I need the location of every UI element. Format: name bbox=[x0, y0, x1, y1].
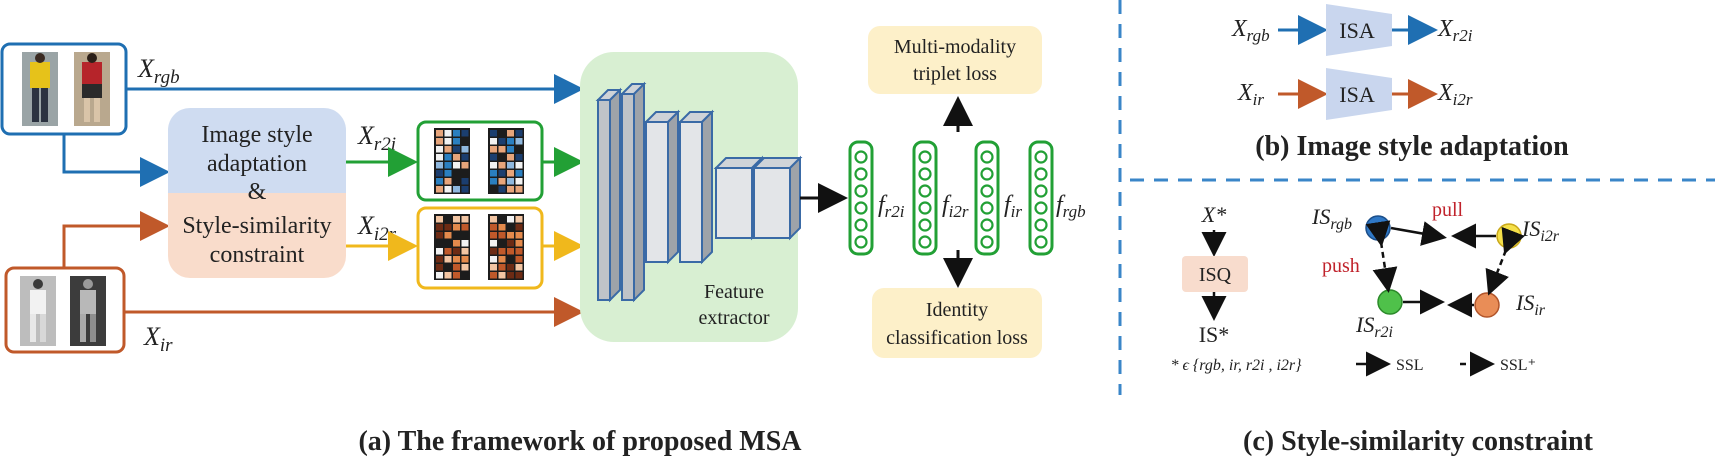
feature-vector-1 bbox=[848, 140, 874, 256]
isa-module-line1: Image style bbox=[201, 122, 312, 148]
b-output-i2r: Xi2r bbox=[1437, 80, 1473, 109]
c-pull-label: pull bbox=[1432, 199, 1464, 221]
triplet-loss-line1: Multi-modality bbox=[894, 36, 1016, 58]
feature-vector-4 bbox=[1028, 140, 1054, 256]
c-push-label: push bbox=[1322, 255, 1360, 277]
r2i-mosaic-1 bbox=[434, 128, 470, 194]
ir-person-image-2 bbox=[70, 276, 106, 346]
caption-a: (a) The framework of proposed MSA bbox=[358, 426, 802, 457]
pull-arrow-rgb bbox=[1390, 221, 1447, 246]
cnn-layer-6 bbox=[751, 155, 803, 241]
r2i-mosaic-2 bbox=[488, 128, 524, 194]
legend-ssl-label: SSL bbox=[1396, 357, 1424, 374]
x-ir-label: Xir bbox=[143, 322, 173, 356]
b-isa-block-bottom bbox=[1326, 68, 1392, 120]
c-isq-box bbox=[1182, 256, 1248, 292]
b-isa-top-label: ISA bbox=[1339, 18, 1375, 43]
c-label-is-r2i: ISr2i bbox=[1355, 312, 1393, 341]
x-i2r-label: Xi2r bbox=[357, 211, 397, 245]
triplet-loss-line2: triplet loss bbox=[913, 63, 997, 85]
feature-vector-3 bbox=[974, 140, 1000, 256]
node-is-r2i bbox=[1377, 289, 1403, 315]
push-arrow-i2r-ir bbox=[1485, 226, 1525, 296]
b-isa-block-top bbox=[1326, 4, 1392, 56]
rgb-person-image-2 bbox=[74, 52, 110, 126]
ssc-module-line1: Style-similarity bbox=[182, 213, 331, 239]
isa-module-amp: & bbox=[248, 179, 267, 205]
identity-loss-line1: Identity bbox=[926, 299, 988, 321]
cnn-layer-2 bbox=[619, 81, 647, 303]
feature-vector-2 bbox=[912, 140, 938, 256]
cnn-layers bbox=[595, 81, 803, 303]
push-arrow-rgb-r2i bbox=[1365, 220, 1398, 293]
i2r-mosaic-2 bbox=[488, 214, 524, 280]
node-is-i2r bbox=[1496, 223, 1522, 249]
feature-label-rgb: frgb bbox=[1056, 192, 1086, 221]
c-is-star: IS* bbox=[1199, 322, 1230, 347]
node-is-rgb bbox=[1365, 215, 1391, 241]
feature-label-i2r: fi2r bbox=[942, 192, 969, 221]
identity-loss-line2: classification loss bbox=[886, 327, 1028, 349]
extractor-line2: extractor bbox=[698, 307, 769, 329]
c-label-is-rgb: ISrgb bbox=[1311, 204, 1352, 233]
b-output-r2i: Xr2i bbox=[1437, 16, 1473, 45]
feature-label-r2i: fr2i bbox=[878, 192, 905, 221]
rgb-to-module-arrow bbox=[62, 134, 170, 187]
c-isq-label: ISQ bbox=[1199, 264, 1232, 286]
i2r-mosaic-1 bbox=[434, 214, 470, 280]
b-isa-bottom-label: ISA bbox=[1339, 82, 1375, 107]
x-r2i-label: Xr2i bbox=[357, 121, 396, 155]
cnn-layer-4 bbox=[677, 109, 715, 265]
extractor-line1: Feature bbox=[704, 281, 764, 303]
c-x-star: X* bbox=[1201, 202, 1226, 227]
isa-module-line2: adaptation bbox=[207, 151, 307, 177]
ir-person-image-1 bbox=[20, 276, 56, 346]
c-set-note: * ϵ {rgb, ir, r2i , i2r} bbox=[1170, 357, 1302, 374]
node-is-ir bbox=[1474, 292, 1500, 318]
caption-c: (c) Style-similarity constraint bbox=[1243, 426, 1594, 457]
ssc-module-line2: constraint bbox=[210, 242, 305, 268]
legend-ssl-plus-label: SSL⁺ bbox=[1500, 357, 1536, 374]
ir-to-module-arrow bbox=[62, 211, 170, 268]
rgb-person-image-1 bbox=[22, 52, 58, 126]
cnn-layer-3 bbox=[643, 109, 681, 265]
identity-loss-box bbox=[872, 288, 1042, 358]
b-input-rgb: Xrgb bbox=[1231, 16, 1270, 45]
isa-ssc-module bbox=[168, 108, 346, 278]
feature-label-ir: fir bbox=[1004, 192, 1022, 221]
c-label-is-i2r: ISi2r bbox=[1521, 216, 1560, 245]
caption-b: (b) Image style adaptation bbox=[1255, 131, 1569, 162]
cnn-layer-1 bbox=[595, 87, 623, 303]
c-label-is-ir: ISir bbox=[1515, 290, 1546, 319]
b-input-ir: Xir bbox=[1237, 80, 1264, 109]
triplet-loss-box bbox=[868, 26, 1042, 94]
x-rgb-label: Xrgb bbox=[137, 54, 180, 88]
